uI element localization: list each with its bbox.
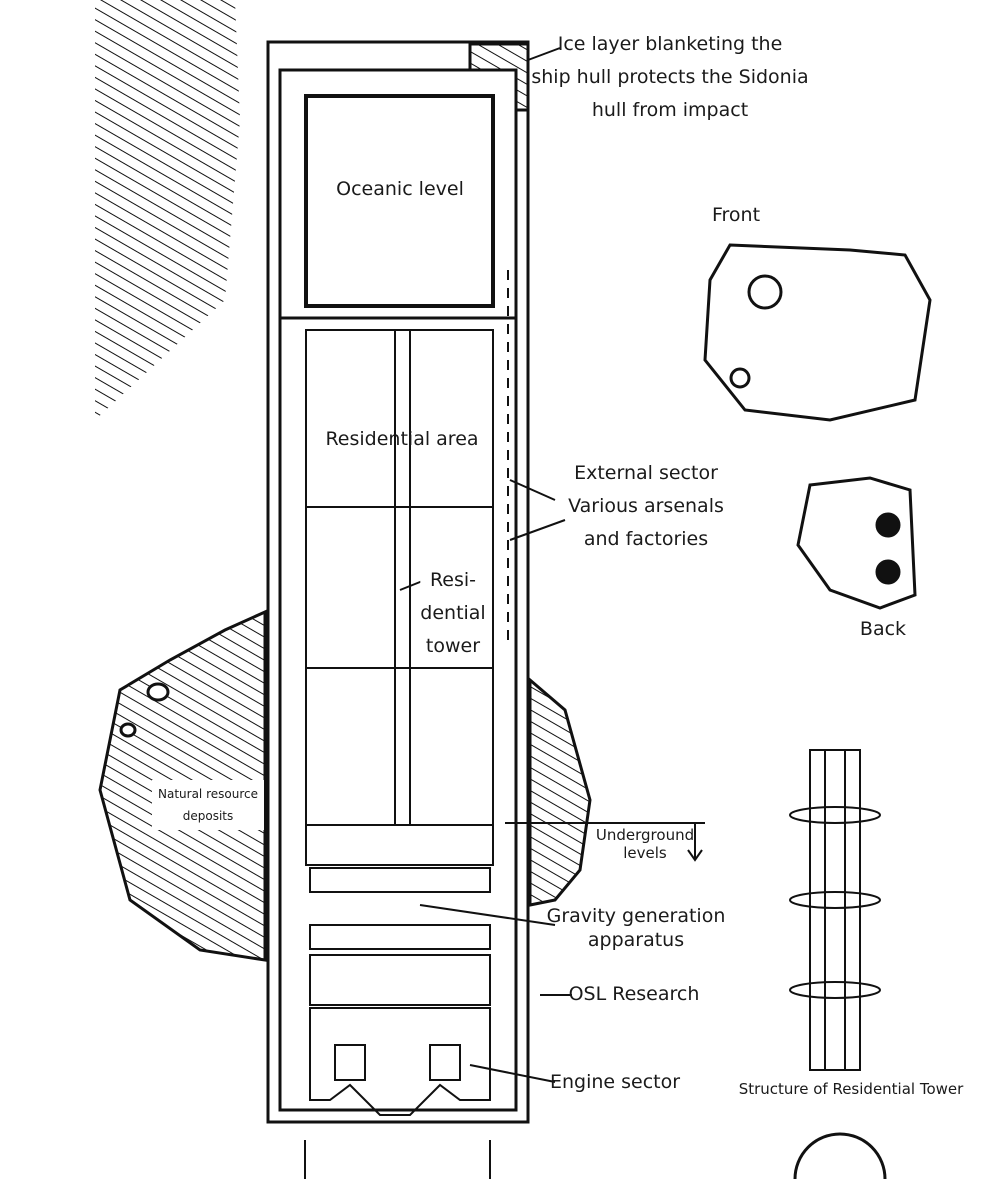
- tower-cross-section: [793, 1132, 887, 1179]
- right-asteroid-rock: [528, 676, 592, 907]
- label-external-sector: External sector Various arsenals and fac…: [568, 457, 724, 556]
- label-line: Various arsenals: [568, 495, 724, 517]
- gravity-ring-lower: [309, 924, 491, 950]
- crater: [146, 682, 170, 702]
- label-line: Resi-: [429, 569, 477, 591]
- back-view-sidonia: [796, 476, 917, 610]
- underground-levels: [305, 824, 494, 866]
- label-line: tower: [425, 635, 481, 657]
- label-front: Front: [711, 204, 761, 226]
- label-line: ship hull protects the Sidonia: [531, 66, 809, 88]
- label-natural-resource: Natural resource deposits: [158, 783, 258, 827]
- label-gravity: Gravity generation apparatus: [547, 904, 726, 952]
- label-residential-tower: Resi- dential tower: [420, 564, 486, 663]
- label-osl-research: OSL Research: [568, 983, 700, 1005]
- label-ice-layer: Ice layer blanketing the ship hull prote…: [531, 28, 808, 127]
- residential-tower-structure: [789, 749, 881, 1071]
- background-hatching: [95, 0, 240, 420]
- label-line: apparatus: [587, 929, 685, 951]
- label-line: Gravity generation: [546, 905, 726, 927]
- label-tower-structure: Structure of Residential Tower: [738, 1080, 964, 1098]
- oceanic-level-box: [304, 94, 495, 308]
- label-underground: Underground levels: [596, 826, 694, 862]
- label-line: dential: [420, 602, 486, 624]
- label-line: Ice layer blanketing the: [557, 33, 783, 55]
- label-oceanic-level: Oceanic level: [336, 178, 464, 200]
- front-view-sidonia: [703, 243, 932, 422]
- label-residential-area: Residential area: [325, 428, 479, 450]
- label-line: External sector: [574, 462, 718, 484]
- label-line: deposits: [182, 809, 234, 823]
- label-line: Natural resource: [158, 787, 258, 801]
- label-engine-sector: Engine sector: [549, 1071, 681, 1093]
- label-line: levels: [623, 844, 667, 862]
- gravity-ring-upper: [309, 867, 491, 893]
- inner-frame: [278, 68, 518, 1112]
- label-line: hull from impact: [591, 99, 749, 121]
- label-line: Underground: [595, 826, 695, 844]
- label-back: Back: [859, 618, 907, 640]
- label-line: and factories: [583, 528, 709, 550]
